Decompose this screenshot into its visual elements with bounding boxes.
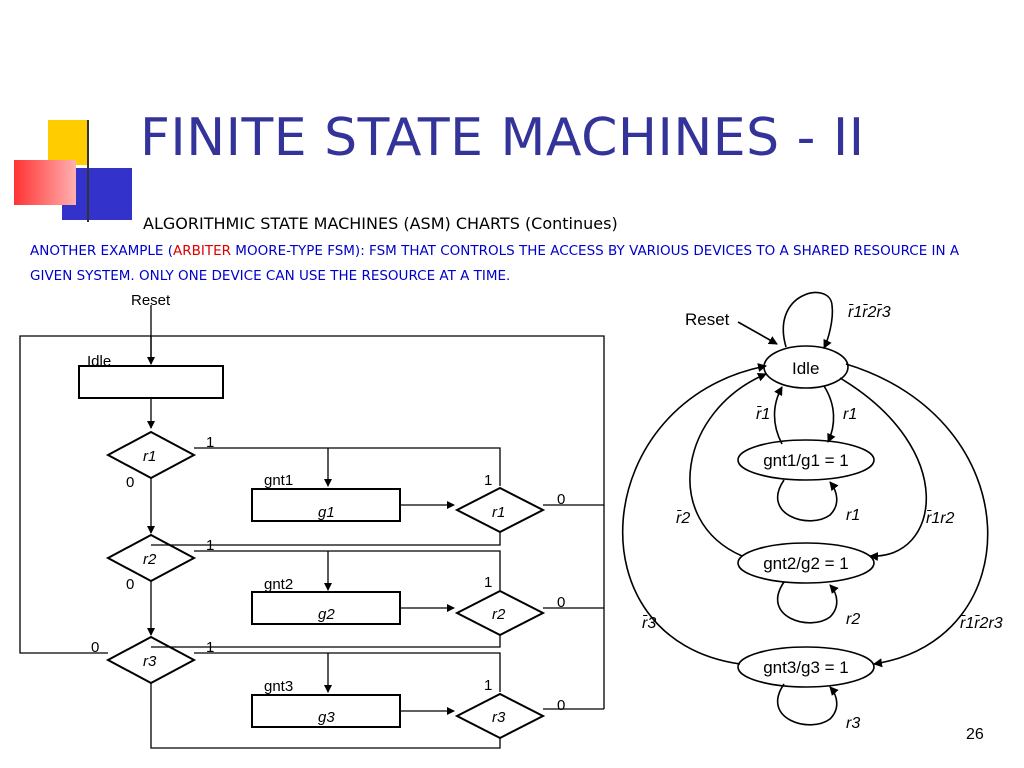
decision-r2-zero: 0: [126, 576, 134, 593]
asm-chart: Reset Idle r1 1 0 gnt1 g1 r1 1 0 r2 1 0 …: [19, 292, 605, 749]
slide-decoration: [14, 120, 1010, 222]
state-gnt2: [737, 542, 875, 584]
decision-r1-one: 1: [206, 434, 214, 451]
decision-r2-label: r2: [143, 551, 157, 568]
decision-r1-zero: 0: [126, 474, 134, 491]
label-from-gnt2: r̄2: [676, 509, 690, 527]
decision-r3-right: [454, 692, 546, 740]
slide-subtitle: ALGORITHMIC STATE MACHINES (ASM) CHARTS …: [143, 214, 618, 233]
idle-to-gnt3: [845, 363, 989, 668]
state-gnt2-label: gnt2/g2 = 1: [763, 554, 849, 573]
label-gnt2-loop: r2: [846, 611, 860, 628]
return-loop: [19, 335, 605, 709]
red-square: [14, 160, 76, 205]
page-number: 26: [966, 726, 984, 743]
state-idle-label: Idle: [792, 359, 819, 378]
decision-r1-right: [454, 486, 546, 534]
label-to-gnt3: r̄1r̄2r3: [960, 614, 1003, 632]
state-gnt3: [737, 646, 875, 688]
arbiter-highlight: ARBITER: [172, 243, 231, 259]
r3-right-one: 1: [484, 677, 492, 694]
r2-right-one: 1: [484, 574, 492, 591]
decision-r1-label: r1: [143, 448, 156, 465]
decision-r2: [105, 533, 197, 583]
idle-self-loop: [782, 291, 834, 349]
decision-r2-one: 1: [206, 537, 214, 554]
gnt1-self-loop: [776, 479, 839, 522]
idle-box: [78, 365, 224, 399]
gnt1-label: gnt1: [264, 472, 293, 489]
state-gnt1: [737, 439, 875, 481]
asm-idle-label: Idle: [87, 353, 111, 370]
r1-right-label: r1: [492, 504, 505, 521]
slide-title: FINITE STATE MACHINES - II: [140, 108, 865, 168]
gnt2-label: gnt2: [264, 576, 293, 593]
label-from-gnt3: r̄3: [642, 614, 656, 632]
label-to-gnt2: r̄1r2: [926, 509, 955, 527]
yellow-square: [48, 120, 88, 165]
gnt1-to-idle: [773, 386, 783, 445]
label-idle-loop: r̄1r̄2r̄3: [848, 303, 891, 321]
decision-r3-label: r3: [143, 653, 157, 670]
decision-r3-zero: 0: [91, 639, 99, 656]
gnt3-self-loop: [776, 683, 839, 726]
state-reset-label: Reset: [685, 310, 730, 329]
state-gnt1-label: gnt1/g1 = 1: [763, 451, 849, 470]
r3-right-zero: 0: [557, 697, 565, 714]
r2-right-zero: 0: [557, 594, 565, 611]
description-start: ANOTHER EXAMPLE (: [30, 243, 173, 259]
g2-label: g2: [318, 606, 335, 623]
label-to-gnt1: r1: [843, 406, 857, 423]
gnt3-to-idle: [621, 363, 767, 665]
description-text: ANOTHER EXAMPLE (ARBITER MOORE-TYPE FSM)…: [30, 239, 1000, 289]
idle-to-gnt1: [823, 385, 836, 443]
description-end: MOORE-TYPE FSM): FSM THAT CONTROLS THE A…: [30, 243, 960, 284]
r3-right-label: r3: [492, 709, 506, 726]
gnt2-self-loop: [776, 581, 839, 624]
decision-r3: [105, 635, 197, 685]
state-gnt3-label: gnt3/g3 = 1: [763, 658, 849, 677]
reset-arrow: [737, 321, 778, 345]
asm-reset-label: Reset: [131, 292, 171, 309]
idle-to-gnt2: [839, 377, 928, 561]
decision-r2-right: [454, 589, 546, 637]
gnt3-label: gnt3: [264, 678, 293, 695]
label-from-gnt1: r̄1: [756, 405, 770, 423]
label-gnt3-loop: r3: [846, 715, 860, 732]
g3-label: g3: [318, 709, 335, 726]
label-gnt1-loop: r1: [846, 507, 860, 524]
state-idle: [763, 345, 849, 389]
r1-right-zero: 0: [557, 491, 565, 508]
gnt2-to-idle: [689, 372, 767, 557]
decision-r1: [105, 430, 197, 480]
r1-right-one: 1: [484, 472, 492, 489]
g1-label: g1: [318, 504, 335, 521]
r2-right-label: r2: [492, 606, 506, 623]
decision-r3-one: 1: [206, 639, 214, 656]
